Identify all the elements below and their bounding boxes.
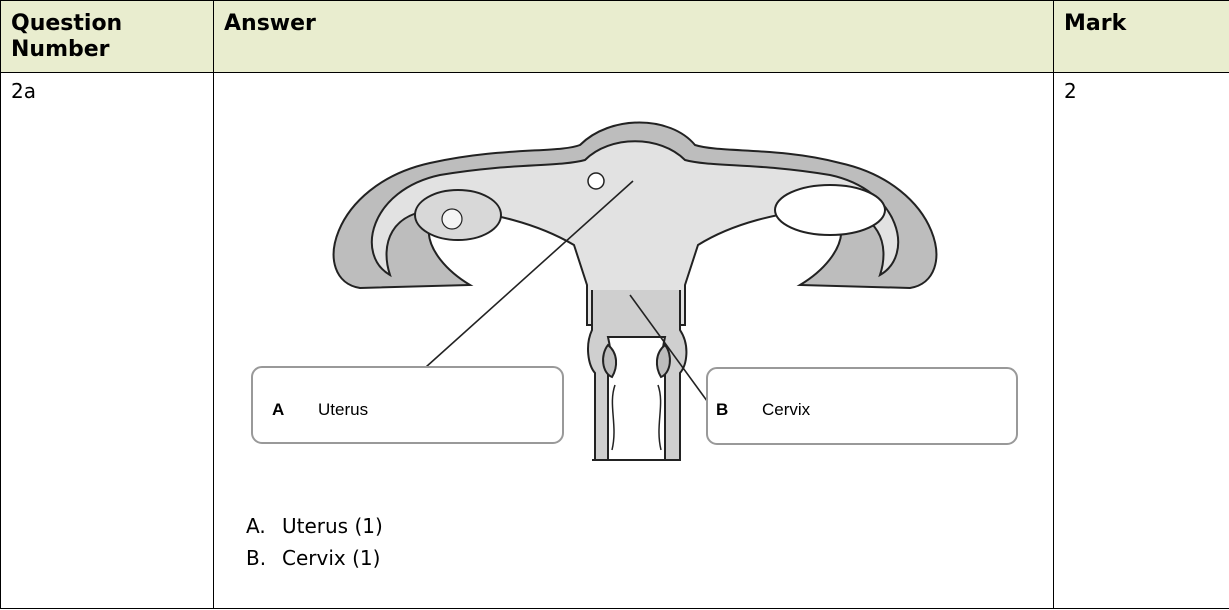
mark-cell: 2 xyxy=(1054,73,1229,609)
answer-text: Cervix (1) xyxy=(282,542,380,574)
answer-letter: A. xyxy=(246,510,282,542)
header-question-number: Question Number xyxy=(1,1,214,73)
egg-icon xyxy=(588,173,604,189)
question-number-cell: 2a xyxy=(1,73,214,609)
vaginal-canal xyxy=(608,337,665,460)
uterus-diagram: A Uterus B Cervix xyxy=(240,105,1030,470)
answer-list: A.Uterus (1) B.Cervix (1) xyxy=(246,510,383,574)
label-b-text: Cervix xyxy=(762,400,811,419)
label-a-box xyxy=(252,367,563,443)
label-b-letter: B xyxy=(716,400,728,419)
label-b-box xyxy=(707,368,1017,444)
header-mark: Mark xyxy=(1054,1,1229,73)
answer-text: Uterus (1) xyxy=(282,510,383,542)
list-item: A.Uterus (1) xyxy=(246,510,383,542)
header-answer: Answer xyxy=(214,1,1054,73)
follicle-icon xyxy=(442,209,462,229)
label-a-letter: A xyxy=(272,400,284,419)
right-ovary xyxy=(775,185,885,235)
answer-letter: B. xyxy=(246,542,282,574)
list-item: B.Cervix (1) xyxy=(246,542,383,574)
header-row: Question Number Answer Mark xyxy=(1,1,1229,73)
label-a-text: Uterus xyxy=(318,400,368,419)
